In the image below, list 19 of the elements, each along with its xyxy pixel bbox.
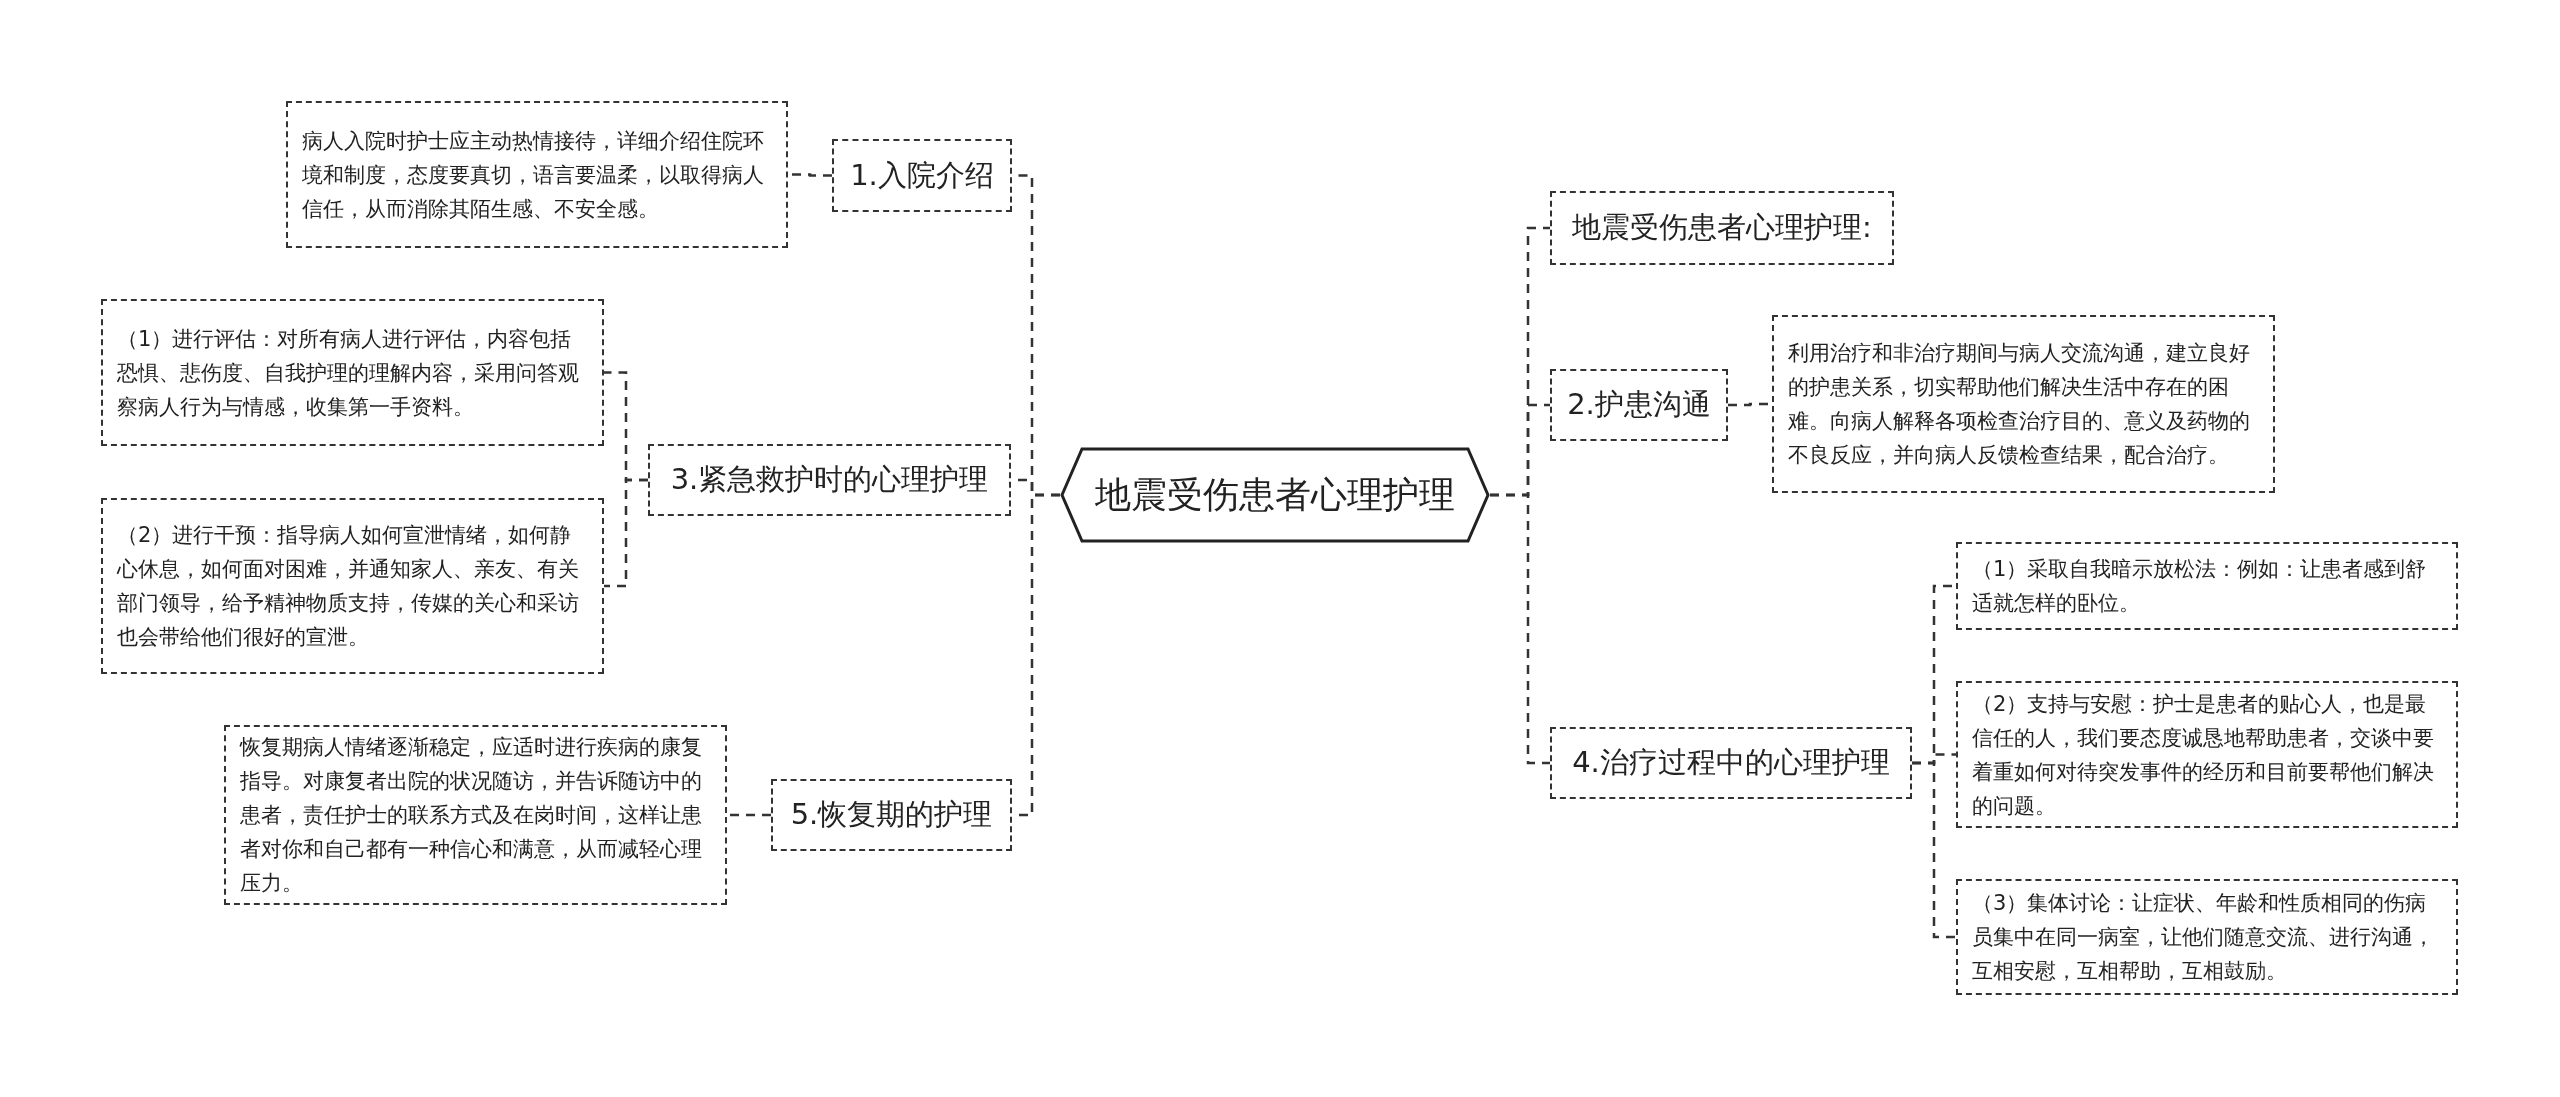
note-box: （1）采取自我暗示放松法：例如：让患者感到舒适就怎样的卧位。 (1956, 542, 2458, 630)
note-box: （1）进行评估：对所有病人进行评估，内容包括恐惧、悲伤度、自我护理的理解内容，采用问答观察病人行为与情感，收集第一手资料。 (101, 299, 604, 446)
note-box: 病人入院时护士应主动热情接待，详细介绍住院环境和制度，态度要真切，语言要温柔，以取得病人信任，从而消除其陌生感、不安全感。 (286, 101, 788, 248)
topic-box: 地震受伤患者心理护理: (1550, 191, 1894, 265)
note-box: （2）支持与安慰：护士是患者的贴心人，也是最信任的人，我们要态度诚恳地帮助患者，交谈中要着重如何对待突发事件的经历和目前要帮他们解决的问题。 (1956, 681, 2458, 828)
topic-box: 1.入院介绍 (832, 139, 1012, 212)
central-topic: 地震受伤患者心理护理 (1060, 447, 1490, 543)
connector-line (1912, 761, 1956, 939)
topic-box: 3.紧急救护时的心理护理 (648, 444, 1011, 516)
topic-box: 2.护患沟通 (1550, 369, 1728, 441)
connector-line (1490, 493, 1550, 765)
note-box: （2）进行干预：指导病人如何宣泄情绪，如何静心休息，如何面对困难，并通知家人、亲友、有关部门领导，给予精神物质支持，传媒的关心和采访也会带给他们很好的宣泄。 (101, 498, 604, 674)
topic-box: 4.治疗过程中的心理护理 (1550, 727, 1912, 799)
connector-line (604, 478, 648, 588)
note-box: 恢复期病人情绪逐渐稳定，应适时进行疾病的康复指导。对康复者出院的状况随访，并告诉随访中的患者，责任护士的联系方式及在岗时间，这样让患者对你和自己都有一种信心和满意，从而减轻心理压力。 (224, 725, 727, 905)
connector-line (727, 813, 771, 817)
note-box: （3）集体讨论：让症状、年龄和性质相同的伤病员集中在同一病室，让他们随意交流、进行沟通，互相安慰，互相帮助，互相鼓励。 (1956, 879, 2458, 995)
topic-box: 5.恢复期的护理 (771, 779, 1012, 851)
note-box: 利用治疗和非治疗期间与病人交流沟通，建立良好的护患关系，切实帮助他们解决生活中存在的困难。向病人解释各项检查治疗目的、意义及药物的不良反应，并向病人反馈检查结果，配合治疗。 (1772, 315, 2275, 493)
